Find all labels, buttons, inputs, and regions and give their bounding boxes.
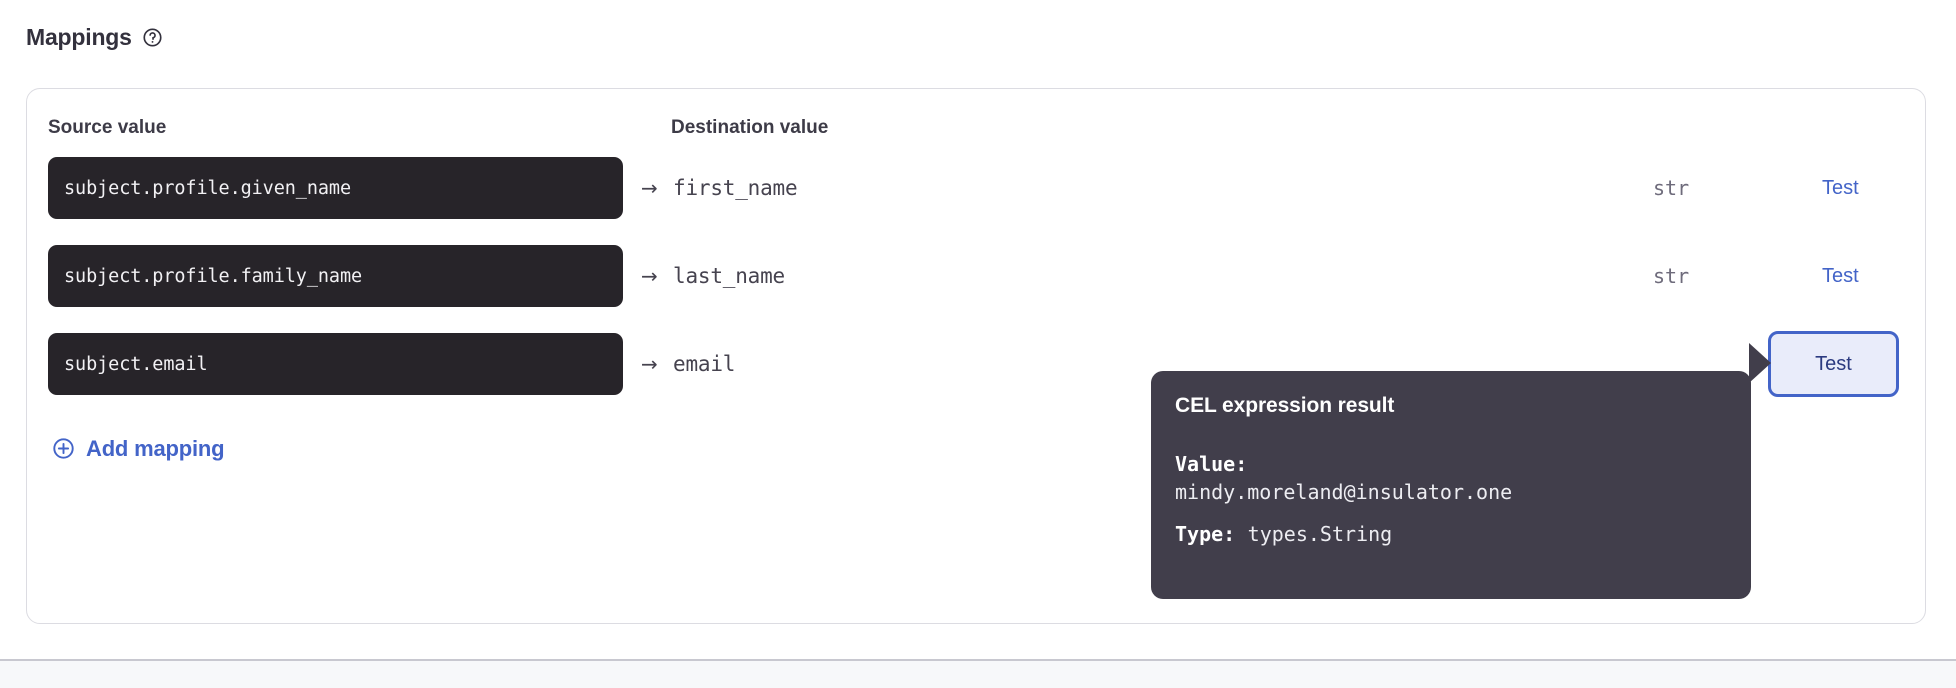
destination-value[interactable]: last_name	[673, 264, 785, 288]
mapping-row: subject.profile.given_name → first_name …	[0, 157, 1956, 219]
tooltip-type-key: Type:	[1175, 522, 1236, 546]
destination-value[interactable]: first_name	[673, 176, 798, 200]
test-button[interactable]: Test	[1822, 157, 1859, 219]
source-value-chip[interactable]: subject.profile.given_name	[48, 157, 623, 219]
footer-strip	[0, 660, 1956, 688]
tooltip-type-row: Type: types.String	[1175, 522, 1727, 546]
mapping-row: subject.profile.family_name → last_name …	[0, 245, 1956, 307]
plus-circle-icon	[52, 437, 75, 460]
question-circle-icon[interactable]	[142, 27, 163, 48]
tooltip-title: CEL expression result	[1175, 394, 1395, 417]
mapping-row: subject.email → email	[0, 333, 1956, 395]
section-header: Mappings	[26, 26, 163, 49]
arrow-right-icon: →	[641, 264, 658, 288]
arrow-right-icon: →	[641, 176, 658, 200]
column-header-destination: Destination value	[671, 117, 829, 138]
footer-divider	[0, 659, 1956, 661]
tooltip-value: mindy.moreland@insulator.one	[1175, 480, 1513, 504]
tooltip-value-row: Value: mindy.moreland@insulator.one	[1175, 452, 1727, 504]
value-type-label: str	[1653, 176, 1690, 200]
page-title: Mappings	[26, 24, 132, 50]
cel-result-tooltip: CEL expression result Value: mindy.morel…	[1151, 371, 1751, 599]
tooltip-value-key: Value:	[1175, 452, 1248, 476]
add-mapping-button[interactable]: Add mapping	[52, 435, 225, 461]
tooltip-arrow-icon	[1749, 343, 1771, 383]
arrow-right-icon: →	[641, 352, 658, 376]
column-header-source: Source value	[48, 117, 167, 138]
tooltip-type: types.String	[1247, 522, 1393, 546]
destination-value[interactable]: email	[673, 352, 736, 376]
test-button-focused[interactable]: Test	[1768, 331, 1899, 397]
source-value-chip[interactable]: subject.email	[48, 333, 623, 395]
test-button[interactable]: Test	[1822, 245, 1859, 307]
add-mapping-label: Add mapping	[86, 435, 225, 461]
value-type-label: str	[1653, 264, 1690, 288]
source-value-chip[interactable]: subject.profile.family_name	[48, 245, 623, 307]
